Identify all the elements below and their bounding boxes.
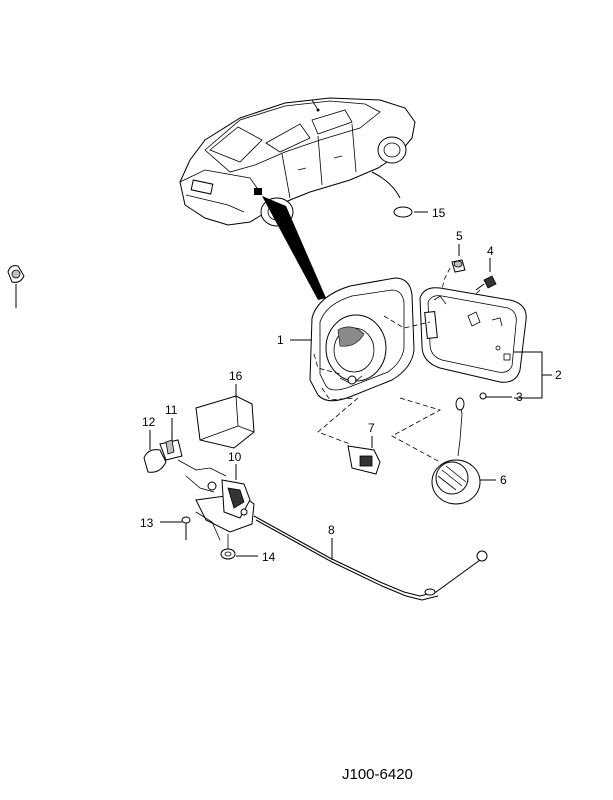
part-7-actuator [347,436,381,475]
label-part-12: 12 [142,415,156,429]
bracket-2-3 [514,351,552,399]
label-part-8: 8 [328,523,335,537]
label-part-5: 5 [456,229,463,243]
label-part-6: 6 [500,473,507,487]
part-15-plug [393,206,428,218]
label-part-2: 2 [555,368,562,382]
part-8-release-cable [253,515,488,601]
part-6-fuel-cap [431,397,496,505]
left-margin-clip [7,265,25,308]
part-3-clip [479,392,512,400]
part-14-nut [220,534,258,560]
part-5-bushing [451,244,466,273]
part-16-cover [195,384,255,449]
label-part-16: 16 [229,369,243,383]
callout-wedge [262,196,326,300]
part-2-fuel-door [419,287,527,383]
diagram-code: J100-6420 [342,766,413,783]
part-1-filler-housing [309,277,415,402]
label-part-15: 15 [432,206,446,220]
label-part-3: 3 [516,390,523,404]
part-10-lock-mechanism [177,459,255,541]
part-11-12-bracket [143,418,183,473]
part-13-bolt [160,516,191,540]
label-part-14: 14 [262,550,276,564]
label-part-1: 1 [277,333,284,347]
label-part-7: 7 [368,421,375,435]
label-part-11: 11 [165,403,178,417]
label-part-13: 13 [140,516,154,530]
car-illustration [179,97,416,227]
part-4-screw [475,258,497,291]
label-part-10: 10 [228,450,242,464]
label-part-4: 4 [487,244,494,258]
